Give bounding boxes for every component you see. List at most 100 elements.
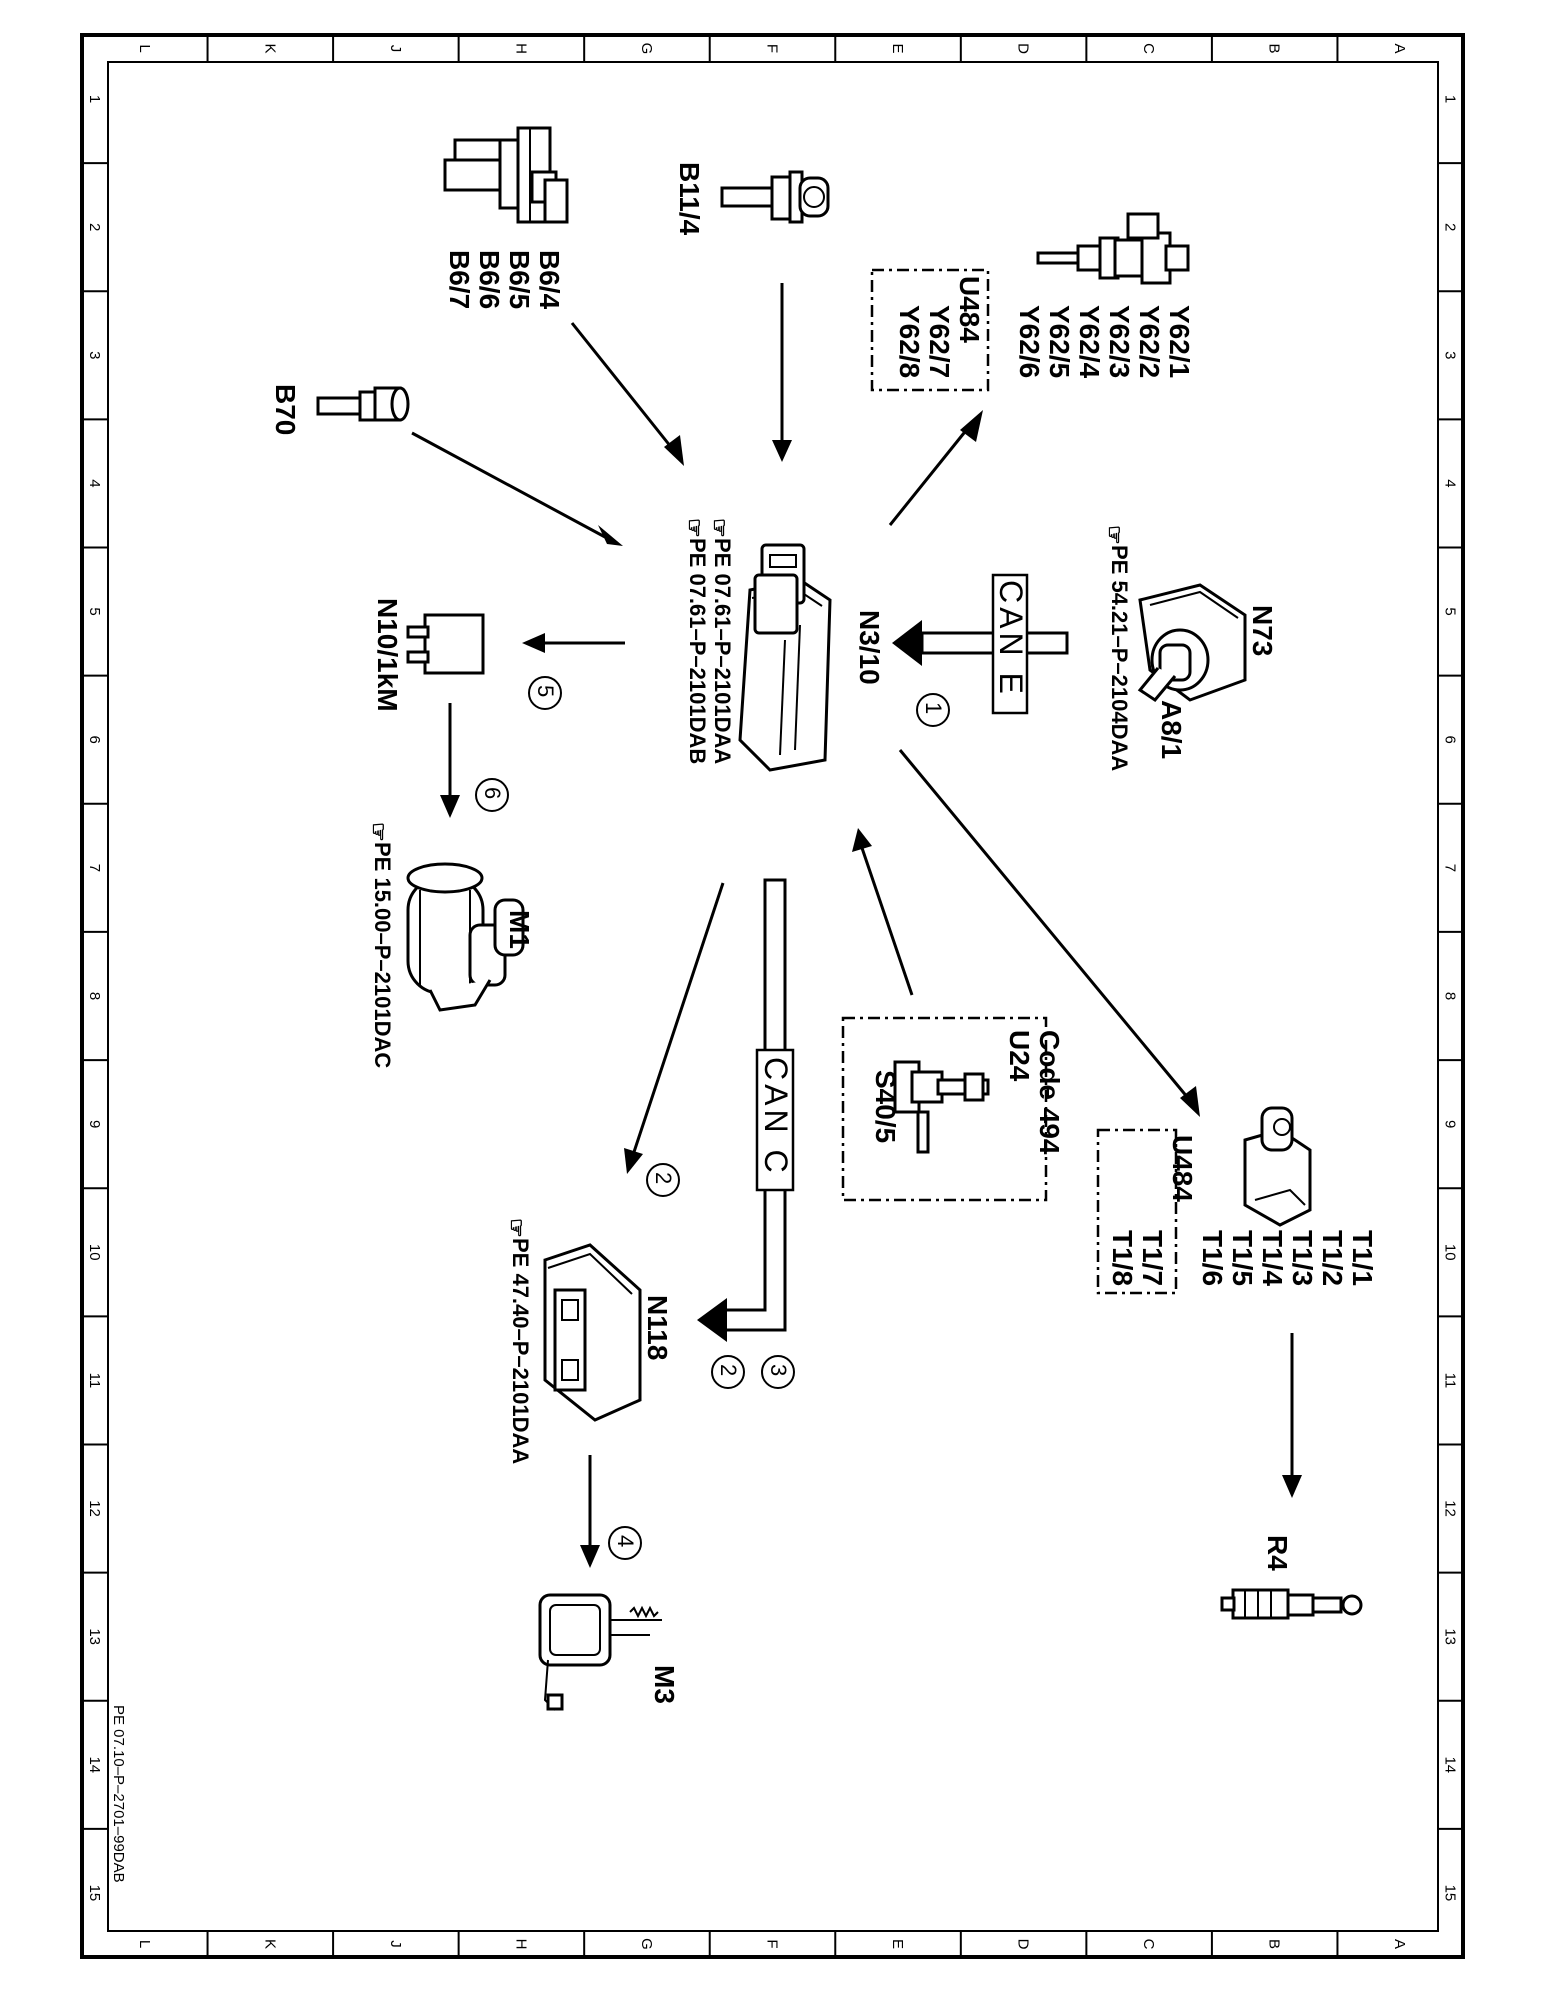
u484-t1-dashed-box [1096,1128,1178,1295]
grid-label: 15 [1442,1885,1459,1902]
grid-label: 12 [86,1500,103,1517]
grid-label: L [136,1940,153,1948]
reference-pointer-icon: ☞ [707,518,732,538]
arrowhead [1180,1086,1200,1117]
grid-label: F [764,44,781,53]
t1-label: T1/7 [1137,1230,1168,1286]
u24-label: U24 [1004,1030,1035,1082]
grid-label: 4 [86,479,103,487]
connection-arrows [411,283,1302,1568]
grid-label: 13 [86,1628,103,1645]
arrowhead [960,410,983,442]
grid-label: 11 [86,1373,103,1389]
arrow-s40-5-to-n3-10 [860,847,914,996]
grid-label: B [1266,1939,1283,1949]
grid-label: 1 [86,95,103,103]
document-reference: PE 07.10–P–2701–99DAB [110,1705,127,1883]
grid-label: D [1015,1939,1032,1950]
t1-ignition-coil-icon [1243,1106,1312,1227]
grid-label: F [764,1939,781,1948]
reference-pointer-icon: ☞ [366,822,391,842]
n3-10-reference: PE 07.61–P–2101DAA [710,538,735,764]
arrowhead [664,435,684,466]
m1-reference: PE 15.00–P–2101DAC [370,842,395,1068]
m1-label: M1 [504,910,535,949]
u484-label: U484 [954,276,985,343]
grid-label: A [1391,43,1408,53]
grid-label: 5 [86,607,103,615]
step-number: 6 [480,787,505,799]
reference-pointer-icon: ☞ [1102,525,1127,545]
arrow-n3-10-to-t1 [898,749,1190,1099]
arrowhead [440,795,460,818]
a8-1-label: A8/1 [1156,700,1187,759]
step-number: 3 [766,1364,791,1376]
grid-label: G [638,43,655,55]
can-e-label-box [991,573,1029,715]
grid-label: D [1015,43,1032,54]
n73-reference: PE 54.21–P–2104DAA [1107,545,1132,771]
arrowhead [1282,1475,1302,1498]
grid-label: 4 [1442,479,1459,487]
grid-label: 11 [1442,1373,1459,1389]
grid-label: 7 [86,864,103,872]
grid-label: L [136,44,153,52]
grid-label: E [889,1939,906,1949]
n3-10-reference: PE 07.61–P–2101DAB [685,538,710,764]
grid-label: 14 [86,1756,103,1773]
b11-4-sensor-icon [720,170,830,224]
b70-label: B70 [270,384,301,435]
component-labels: B11/4 B6/4 B6/5 B6/6 B6/7 B70 Y62/1 Y62/… [110,162,1378,1883]
grid-label: C [1140,1939,1157,1950]
n10-label: N10/1kM [372,598,403,712]
grid-label: C [1140,43,1157,54]
grid-label: J [387,45,404,53]
m1-starter-motor-icon [406,862,525,1012]
y62-label: Y62/8 [894,305,925,378]
b70-crankshaft-sensor-icon [316,386,410,422]
can-e-arrowhead [892,620,922,666]
b11-4-label: B11/4 [674,162,705,236]
grid-label: H [512,43,529,54]
grid-label: E [889,43,906,53]
t1-label: T1/4 [1257,1230,1288,1286]
code-494-dashed-box [841,1016,1048,1202]
b6-camshaft-sensor-icon [443,126,569,224]
grid-label: 12 [1442,1500,1459,1517]
n118-reference: PE 47.40–P–2101DAA [508,1238,533,1464]
y62-label: Y62/5 [1044,305,1075,378]
u484-label: U484 [1167,1135,1198,1202]
grid-label: 5 [1442,607,1459,615]
reference-pointer-icon: ☞ [682,518,707,538]
arrowhead [772,440,792,462]
r4-label: R4 [1262,1535,1293,1571]
grid-label: 2 [86,223,103,231]
y62-label: Y62/7 [924,305,955,378]
arrowhead [852,828,872,852]
b6-label: B6/5 [504,250,535,309]
grid-label: 8 [1442,992,1459,1000]
t1-label: T1/3 [1287,1230,1318,1286]
step-number: 5 [533,685,558,697]
arrowhead [598,525,623,546]
m3-fuel-pump-icon [538,1593,662,1711]
grid-label: 8 [86,992,103,1000]
grid-lines [82,35,1463,1957]
reference-pointer-icon: ☞ [504,1218,529,1238]
grid-label: G [638,1938,655,1950]
grid-label: 7 [1442,864,1459,872]
grid-label: 14 [1442,1756,1459,1773]
n73-label: N73 [1247,605,1278,656]
n3-10-label: N3/10 [854,610,885,685]
grid-label: 1 [1442,95,1459,103]
arrowhead [624,1148,643,1174]
grid-label: 10 [1442,1244,1459,1261]
grid-label: K [261,1939,278,1949]
arrow-b70-to-n3-10 [411,431,606,539]
step-number: 4 [613,1535,638,1547]
grid-label: 6 [86,736,103,744]
grid-label: 10 [86,1244,103,1261]
can-c-bus: CAN C [697,878,795,1342]
t1-label: T1/8 [1107,1230,1138,1286]
